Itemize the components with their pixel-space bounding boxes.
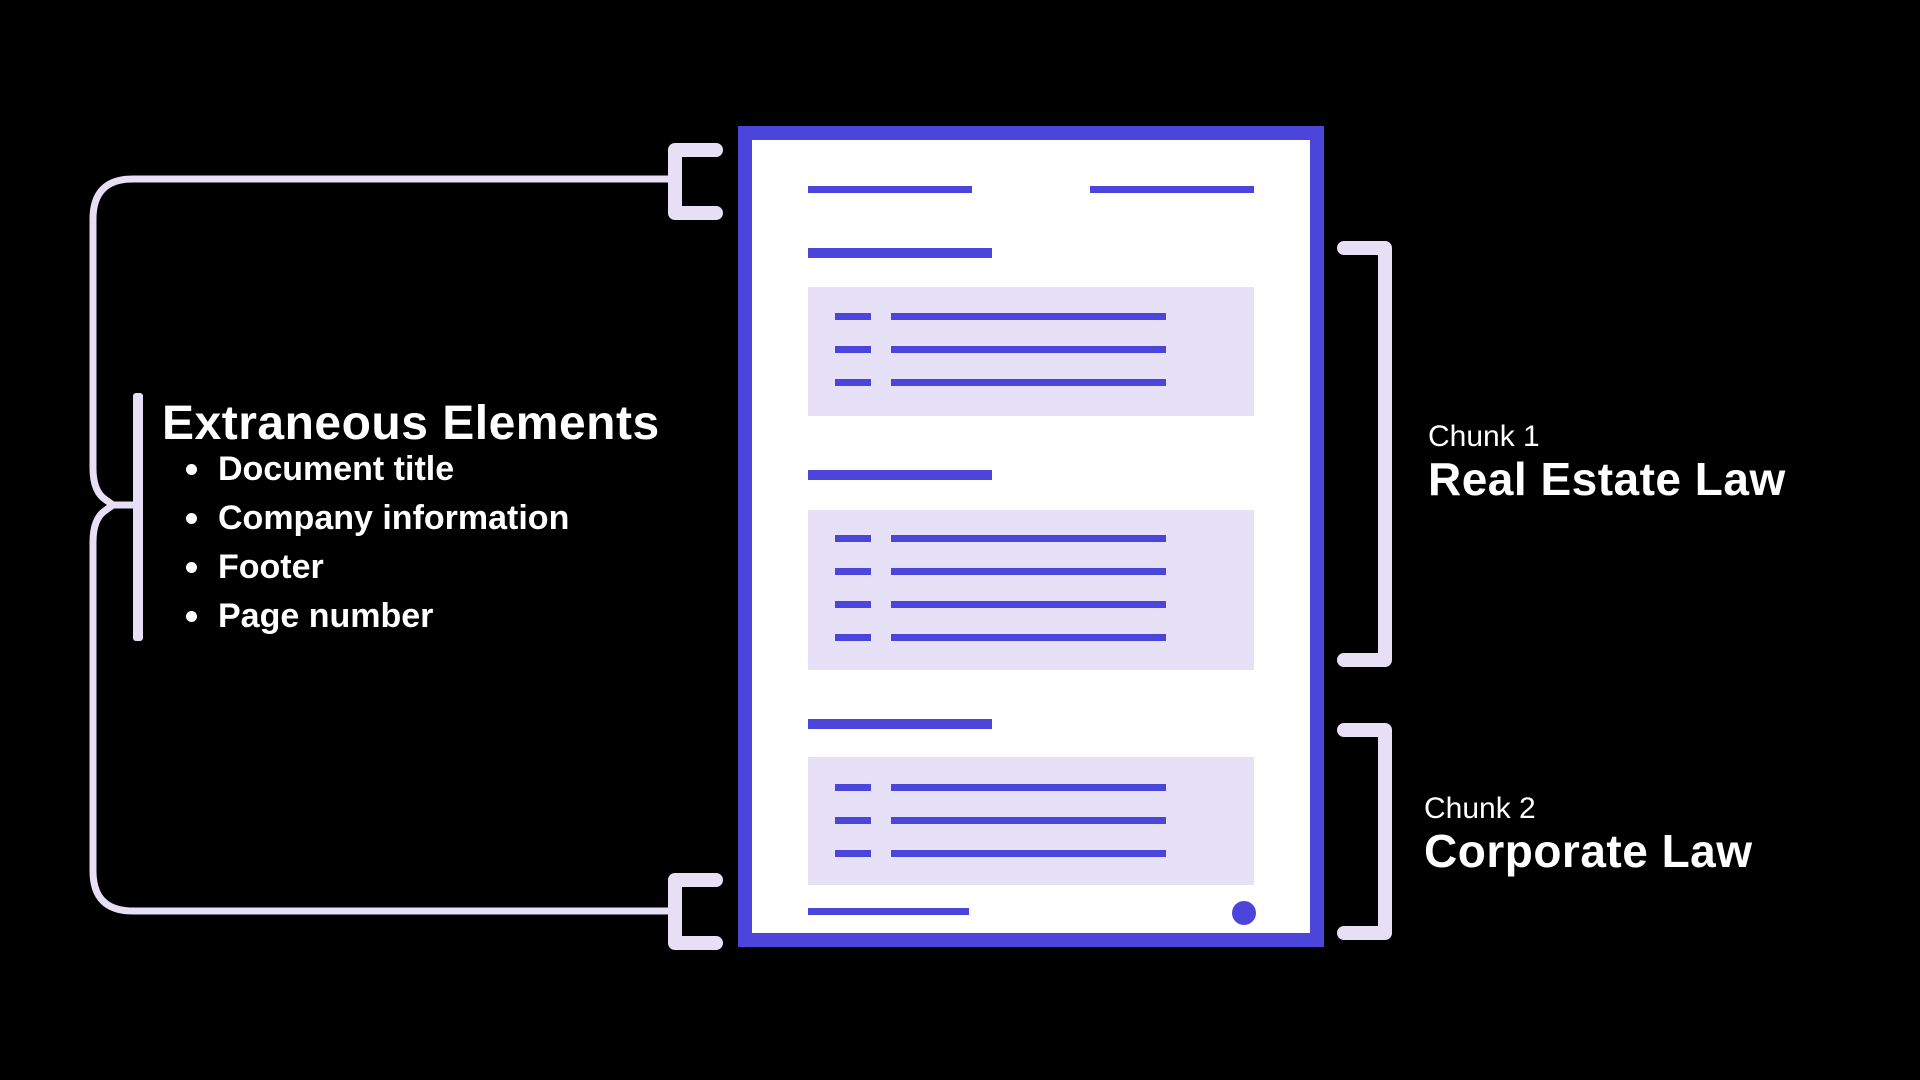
text-row-placeholder [808,784,1254,791]
row-text-line [891,784,1166,791]
row-text-line [891,850,1166,857]
list-item: Document title [186,445,569,494]
row-text-line [891,313,1166,320]
section1-text-block [808,287,1254,416]
extraneous-elements-heading: Extraneous Elements [162,397,660,450]
row-label-dash [835,817,871,824]
row-label-dash [835,346,871,353]
row-label-dash [835,850,871,857]
chunk1-label-group: Chunk 1 Real Estate Law [1428,419,1786,503]
document-mockup [738,126,1324,947]
text-row-placeholder [808,346,1254,353]
row-label-dash [835,601,871,608]
row-text-line [891,634,1166,641]
list-item-label: Footer [218,548,324,586]
text-row-placeholder [808,313,1254,320]
bullet-dot-icon [186,562,197,573]
bullet-dot-icon [186,513,197,524]
doc-title-line [808,186,972,193]
bullet-dot-icon [186,464,197,475]
section1-heading-bar [808,248,992,258]
row-text-line [891,817,1166,824]
list-item: Page number [186,592,569,641]
section3-heading-bar [808,719,992,729]
row-text-line [891,568,1166,575]
row-label-dash [835,313,871,320]
heading-accent-bar [133,393,143,641]
chunk2-title: Corporate Law [1424,825,1753,877]
chunk1-title: Real Estate Law [1428,453,1786,505]
section2-text-block [808,510,1254,670]
row-label-dash [835,379,871,386]
text-row-placeholder [808,535,1254,542]
chunk1-bracket-icon [1337,241,1392,667]
list-item-label: Page number [218,597,434,635]
bullet-dot-icon [186,611,197,622]
row-label-dash [835,568,871,575]
row-label-dash [835,535,871,542]
row-text-line [891,379,1166,386]
text-row-placeholder [808,850,1254,857]
text-row-placeholder [808,379,1254,386]
chunk1-label: Chunk 1 [1428,420,1540,453]
list-item: Company information [186,494,569,543]
row-text-line [891,601,1166,608]
chunk2-bracket-icon [1337,723,1392,940]
row-label-dash [835,634,871,641]
text-row-placeholder [808,568,1254,575]
text-row-placeholder [808,817,1254,824]
section2-heading-bar [808,470,992,480]
row-text-line [891,346,1166,353]
list-item: Footer [186,543,569,592]
text-row-placeholder [808,634,1254,641]
list-item-label: Document title [218,450,455,488]
doc-header-bracket-icon [668,143,723,220]
company-info-line [1090,186,1254,193]
doc-footer-bracket-icon [668,873,723,950]
page-number-dot [1232,901,1256,925]
footer-line [808,908,969,915]
section3-text-block [808,757,1254,885]
chunk2-label: Chunk 2 [1424,792,1536,825]
row-text-line [891,535,1166,542]
chunk2-label-group: Chunk 2 Corporate Law [1424,791,1753,875]
text-row-placeholder [808,601,1254,608]
list-item-label: Company information [218,499,570,537]
row-label-dash [835,784,871,791]
